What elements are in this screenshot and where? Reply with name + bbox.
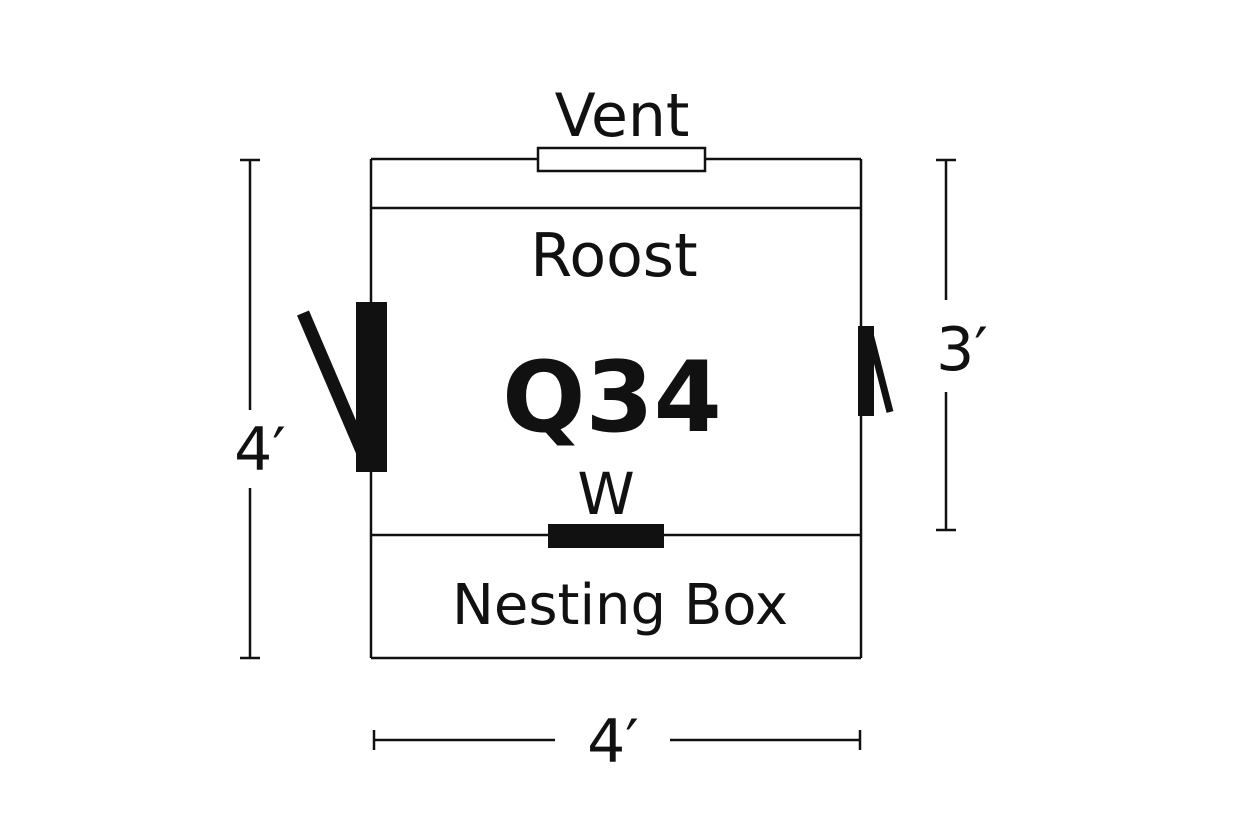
left-door	[297, 302, 387, 472]
window-bar	[548, 524, 664, 548]
right-door-swing	[865, 329, 894, 413]
roost-label: Roost	[530, 221, 697, 291]
bottom-dimension-label: 4′	[587, 707, 639, 777]
right-dimension-label: 3′	[936, 315, 988, 385]
nesting-box-label: Nesting Box	[452, 573, 788, 638]
right-door-panel	[858, 326, 874, 416]
left-dimension	[240, 158, 260, 660]
vent-label: Vent	[555, 81, 690, 151]
right-door	[858, 326, 894, 416]
window-label: W	[577, 460, 634, 528]
right-dimension	[936, 158, 956, 532]
left-dimension-label: 4′	[234, 415, 286, 485]
coop-id-label: Q34	[502, 341, 722, 455]
left-door-swing	[297, 310, 374, 468]
vent-opening	[536, 146, 707, 173]
bottom-dimension	[372, 730, 862, 750]
